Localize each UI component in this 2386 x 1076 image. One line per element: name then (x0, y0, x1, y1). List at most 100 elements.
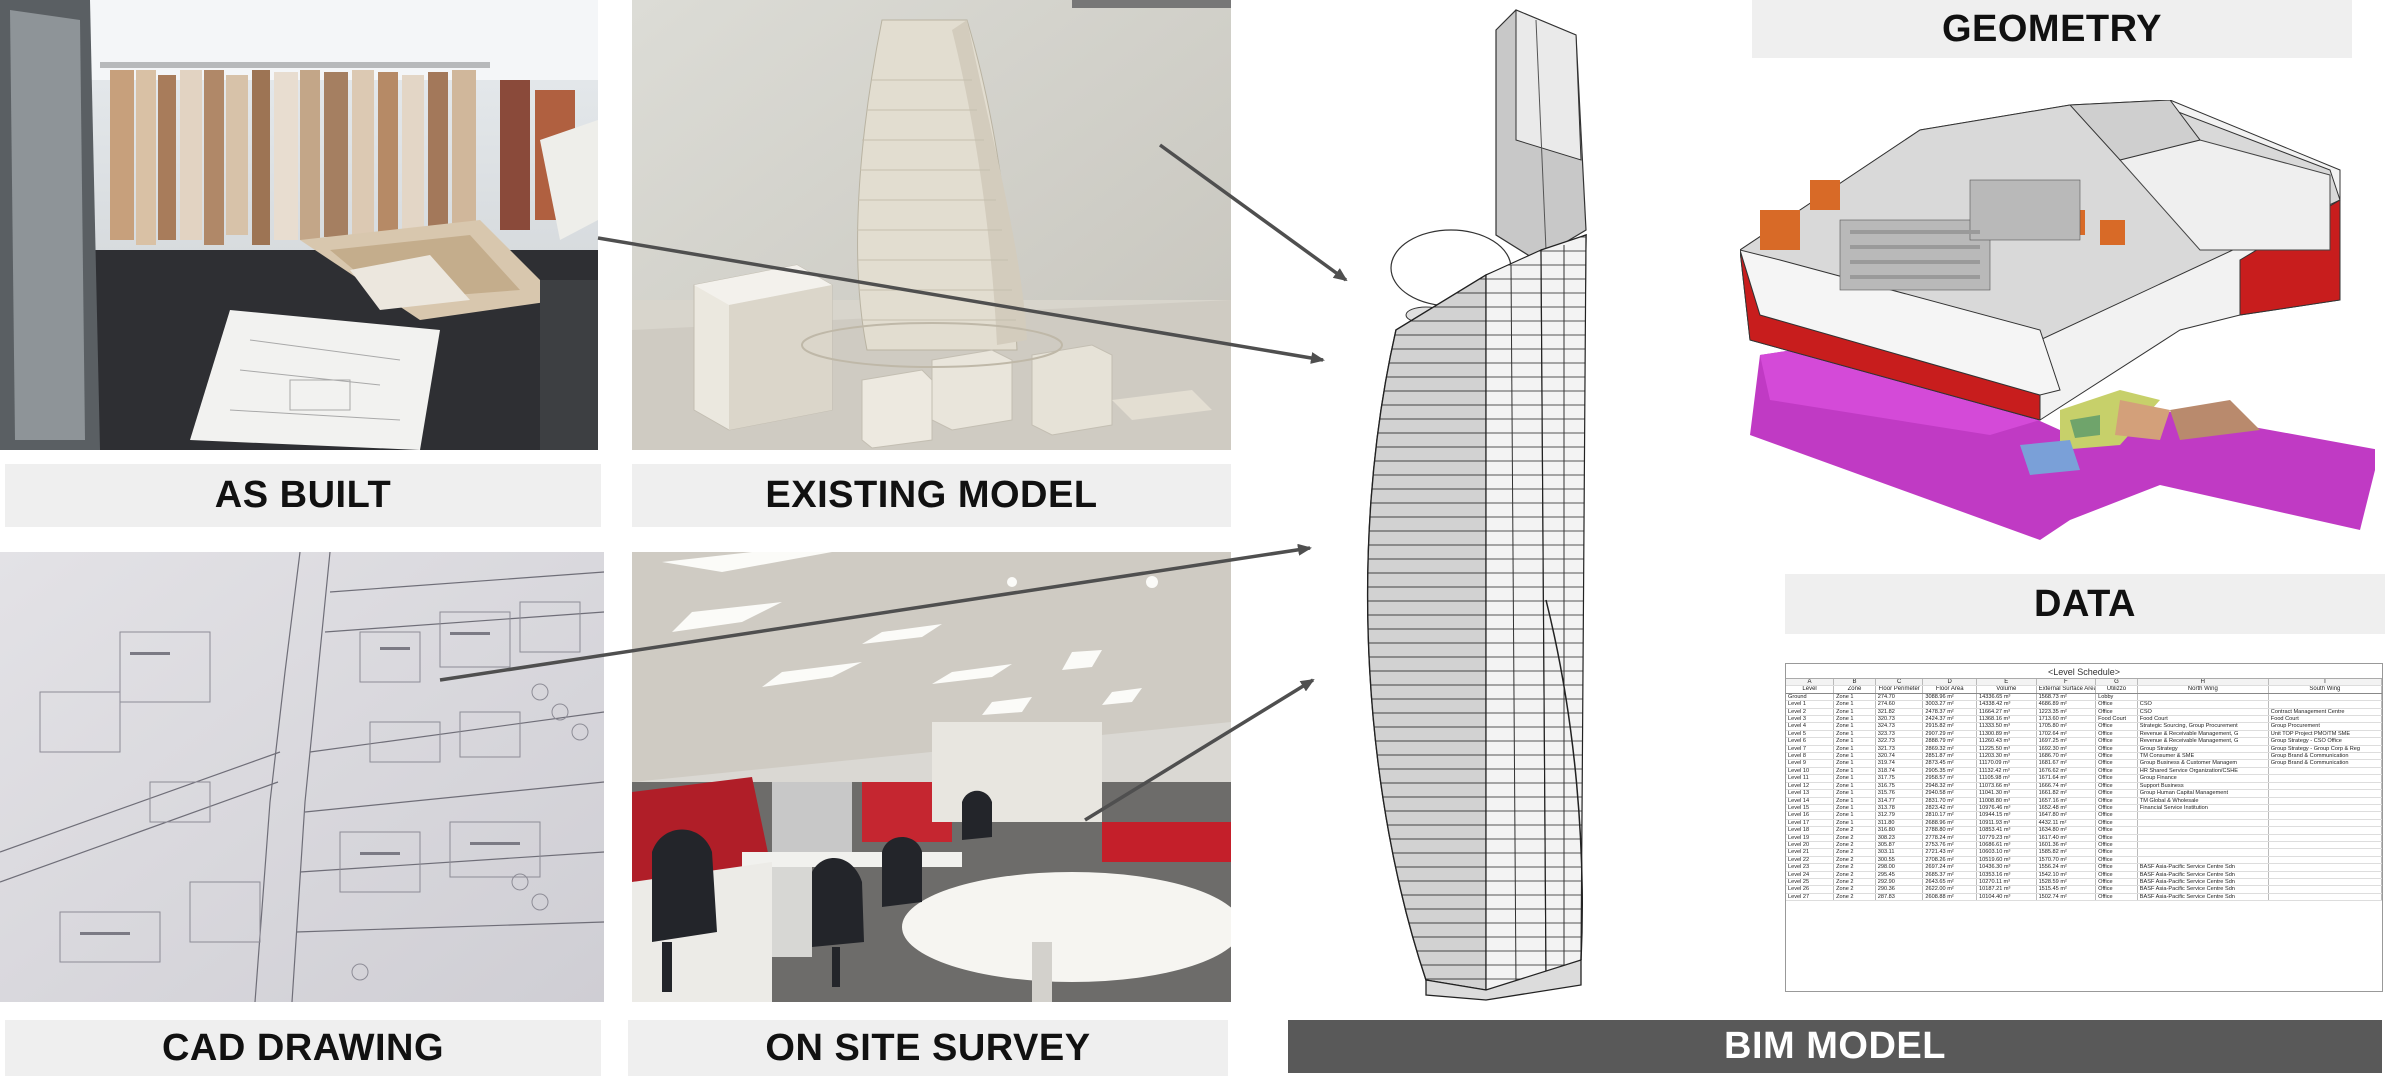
table-cell: Zone 1 (1833, 774, 1876, 783)
table-cell: Office (2095, 774, 2138, 783)
column-letter: I (2268, 679, 2382, 687)
table-cell: Office (2095, 752, 2138, 761)
table-cell: 2778.24 m² (1922, 834, 1978, 842)
column-letter: C (1875, 679, 1924, 687)
table-cell: 1634.80 m² (2036, 826, 2097, 835)
table-cell: Level 3 (1786, 715, 1835, 724)
table-cell: 1697.25 m² (2036, 737, 2097, 746)
table-cell: 10104.40 m³ (1976, 893, 2037, 902)
table-cell: 287.83 (1875, 893, 1924, 902)
on-site-survey-photo (632, 552, 1231, 1002)
table-cell: 1502.74 m² (2036, 893, 2097, 902)
table-cell: Level 18 (1786, 826, 1835, 835)
table-cell: Office (2095, 759, 2138, 768)
column-letter: G (2095, 679, 2138, 687)
label-on-site-survey: ON SITE SURVEY (628, 1020, 1228, 1076)
table-cell: Zone 2 (1833, 863, 1876, 872)
table-cell: Revenue & Receivable Management, G (2137, 737, 2269, 746)
table-cell: Zone 1 (1833, 759, 1876, 768)
table-cell: Office (2095, 782, 2138, 791)
table-cell: Level 4 (1786, 722, 1835, 731)
table-cell: 10911.93 m³ (1976, 819, 2037, 828)
table-cell (2268, 848, 2382, 857)
table-cell: Level 10 (1786, 767, 1835, 776)
table-cell: Office (2095, 797, 2138, 805)
table-cell: Support Business (2137, 782, 2269, 791)
table-cell: Group Human Capital Management (2137, 789, 2269, 798)
table-cell: 2622.00 m² (1922, 885, 1978, 894)
table-cell: 4432.11 m² (2036, 819, 2097, 828)
table-cell: Zone 2 (1833, 885, 1876, 894)
table-cell: Level 11 (1786, 774, 1835, 783)
table-cell: Zone 2 (1833, 856, 1876, 865)
table-cell: Level 9 (1786, 759, 1835, 768)
table-cell: 11170.09 m³ (1976, 759, 2037, 768)
table-cell: Office (2095, 826, 2138, 835)
bim-tower-model (1336, 0, 1686, 1005)
table-cell: 2688.96 m² (1922, 819, 1978, 828)
table-cell: 14338.42 m³ (1976, 700, 2037, 709)
table-cell (2268, 871, 2382, 879)
table-cell: Office (2095, 737, 2138, 746)
table-cell (2268, 767, 2382, 776)
table-cell: 11105.98 m³ (1976, 774, 2037, 783)
table-cell: 11203.30 m³ (1976, 752, 2037, 761)
table-cell: Group Procurement (2268, 722, 2382, 731)
table-cell: Zone 1 (1833, 722, 1876, 731)
table-cell (2137, 693, 2269, 702)
table-cell: 320.74 (1875, 752, 1924, 761)
column-header: External Surface Area (2036, 685, 2097, 694)
table-cell (2268, 797, 2382, 805)
table-cell: Ground (1786, 693, 1835, 702)
table-cell: Food Court (2268, 715, 2382, 724)
table-cell: Zone 2 (1833, 834, 1876, 842)
table-cell: Level 26 (1786, 885, 1835, 894)
table-cell: Zone 1 (1833, 715, 1876, 724)
table-cell: Group Strategy - Group Corp & Reg (2268, 745, 2382, 754)
table-cell: Zone 1 (1833, 752, 1876, 761)
table-cell: 2888.79 m² (1922, 737, 1978, 746)
table-cell: Level 8 (1786, 752, 1835, 761)
label-existing-model: EXISTING MODEL (632, 464, 1231, 527)
table-cell: CSO (2137, 700, 2269, 709)
table-cell: 2873.45 m² (1922, 759, 1978, 768)
column-header: Volume (1976, 685, 2037, 694)
table-cell (2268, 841, 2382, 850)
table-cell (2137, 848, 2269, 857)
table-cell: Level 13 (1786, 789, 1835, 798)
table-cell: 321.82 (1875, 708, 1924, 717)
table-cell (2268, 834, 2382, 842)
table-cell: Zone 1 (1833, 789, 1876, 798)
table-cell: 1657.16 m² (2036, 797, 2097, 805)
table-cell: 303.11 (1875, 848, 1924, 857)
table-cell: 322.73 (1875, 737, 1924, 746)
table-cell: 2831.70 m² (1922, 797, 1978, 805)
table-cell: TM Global & Wholesale (2137, 797, 2269, 805)
table-cell: 1666.74 m² (2036, 782, 2097, 791)
column-header: Floor Area (1922, 685, 1978, 694)
table-cell: 11368.16 m³ (1976, 715, 2037, 724)
table-cell: Office (2095, 730, 2138, 739)
table-cell: Office (2095, 848, 2138, 857)
table-cell: Level 23 (1786, 863, 1835, 872)
table-cell: Level 19 (1786, 834, 1835, 842)
table-cell: 2958.57 m² (1922, 774, 1978, 783)
table-cell: BASF Asia-Pacific Service Centre Sdn (2137, 885, 2269, 894)
label-data: DATA (1785, 574, 2385, 634)
table-cell: 298.00 (1875, 863, 1924, 872)
table-cell: 295.45 (1875, 871, 1924, 879)
table-cell: 324.73 (1875, 722, 1924, 731)
table-cell: 10353.16 m³ (1976, 871, 2037, 879)
